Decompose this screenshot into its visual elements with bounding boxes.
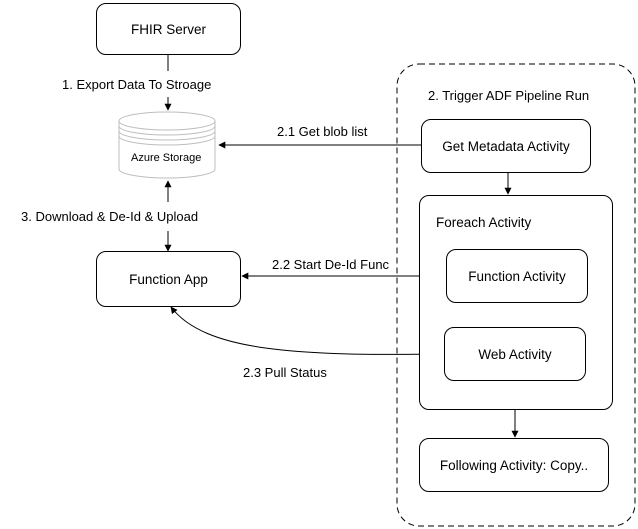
following-activity-node: Following Activity: Copy.. [419, 438, 609, 492]
web-activity-node: Web Activity [444, 327, 586, 381]
storage-cylinder-icon [118, 111, 216, 179]
pull-status-label: 2.3 Pull Status [243, 365, 327, 380]
foreach-activity-title: Foreach Activity [436, 215, 532, 230]
azure-storage-label: Azure Storage [131, 152, 202, 164]
function-app-node: Function App [96, 251, 241, 307]
trigger-label: 2. Trigger ADF Pipeline Run [428, 88, 590, 103]
get-metadata-activity-node: Get Metadata Activity [421, 119, 591, 173]
get-blob-list-label: 2.1 Get blob list [277, 124, 368, 139]
function-activity-node: Function Activity [446, 249, 588, 303]
pull-status-arrow [170, 306, 445, 355]
start-deid-label: 2.2 Start De-Id Func [272, 257, 390, 272]
export-label: 1. Export Data To Stroage [62, 77, 212, 92]
fhir-server-node: FHIR Server [96, 3, 241, 55]
download-deid-upload-label: 3. Download & De-Id & Upload [21, 209, 199, 224]
